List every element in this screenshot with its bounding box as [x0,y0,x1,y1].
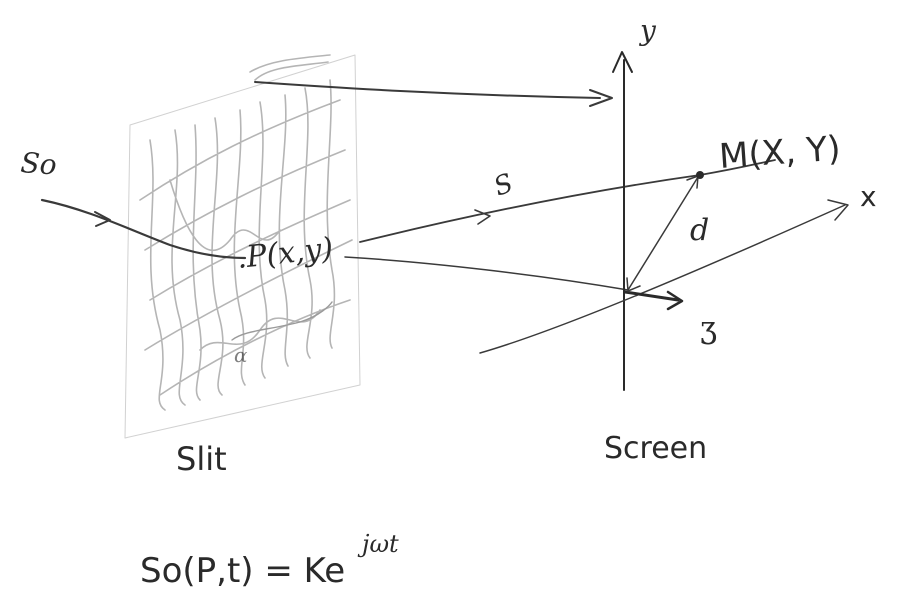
y-axis-arrowhead [612,51,633,73]
formula-exponent: jωt [357,530,399,558]
screen-axes [479,51,849,391]
y-axis-label: y [638,14,657,47]
path-s-label: S [490,168,517,202]
screen-caption: Screen [604,431,707,466]
x-axis-label: x [860,180,877,213]
z-axis-label: ʒ [700,311,717,346]
z-axis [623,290,680,302]
slit-caption: Slit [176,440,227,478]
slit-plane [124,54,361,439]
x-axis-arrowhead [827,199,849,221]
z-axis-arrowhead [666,290,684,311]
point-p-label: .P(x,y) [235,231,335,276]
x-axis [479,204,846,354]
source-formula: So(P,t) = Ke jωt [140,530,399,591]
alpha-angle-mark [231,301,333,341]
ray-to-origin [344,256,629,291]
formula-main: So(P,t) = Ke [140,551,345,591]
ray-s [359,159,776,243]
alpha-label: α [234,343,248,367]
source-label: So [20,146,58,181]
slit-to-screen-arrow [254,81,613,107]
point-m-dot [696,171,704,179]
point-m-label: M(X, Y) [718,129,842,177]
distance-d-label: d [690,213,709,248]
incident-ray [40,198,247,260]
